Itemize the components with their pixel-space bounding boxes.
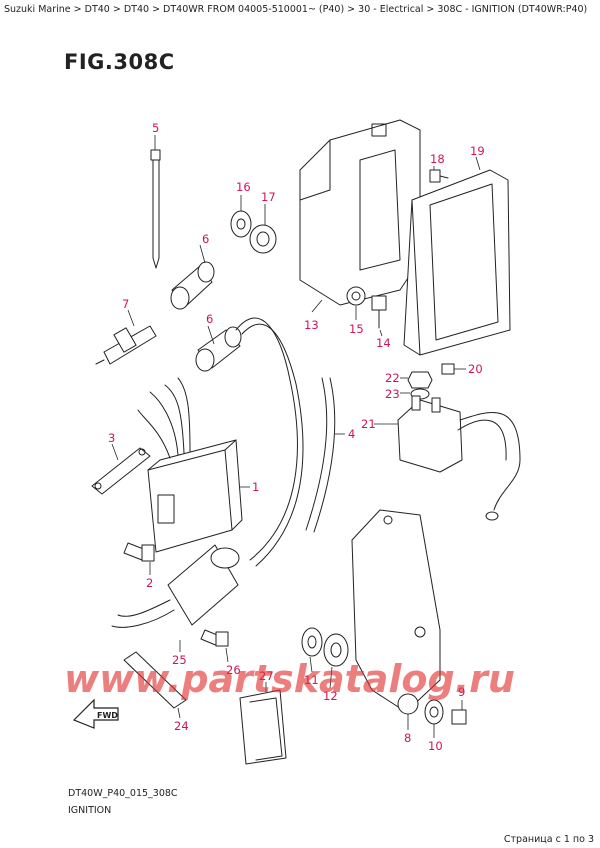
callout-18[interactable]: 18 [430, 152, 445, 166]
grommet-part[interactable] [249, 204, 277, 254]
washer-part[interactable] [230, 195, 252, 238]
washer-part-10[interactable] [424, 699, 444, 738]
callout-6-upper[interactable]: 6 [202, 232, 209, 246]
callout-10[interactable]: 10 [428, 739, 443, 753]
svg-text:FWD: FWD [97, 711, 118, 720]
callout-12[interactable]: 12 [323, 689, 338, 703]
callout-26[interactable]: 26 [226, 663, 241, 677]
callout-17[interactable]: 17 [261, 190, 276, 204]
label-plate-part[interactable] [123, 651, 187, 719]
cable-tie-part[interactable] [150, 135, 161, 269]
callout-24[interactable]: 24 [174, 719, 189, 733]
callout-21[interactable]: 21 [361, 417, 376, 431]
bolt-part-14[interactable] [371, 295, 387, 337]
callout-25[interactable]: 25 [172, 653, 187, 667]
screw-part-20[interactable] [441, 363, 466, 375]
grommet-part-8[interactable] [397, 693, 419, 715]
watermark: www.partskatalog.ru [64, 657, 515, 701]
callout-27[interactable]: 27 [259, 669, 274, 683]
callout-16[interactable]: 16 [236, 180, 251, 194]
callout-22[interactable]: 22 [385, 371, 400, 385]
callout-6-lower[interactable]: 6 [206, 312, 213, 326]
footer-code: DT40W_P40_015_308C [68, 788, 178, 799]
callout-14[interactable]: 14 [376, 336, 391, 350]
bolt-part-2[interactable] [123, 542, 155, 575]
washer-part-11[interactable] [301, 627, 323, 673]
spark-plug-part[interactable] [95, 309, 157, 365]
ignition-coil-part[interactable] [111, 544, 240, 652]
fwd-arrow-icon: FWD [72, 698, 119, 729]
screw-part-18[interactable] [429, 166, 449, 183]
callout-13[interactable]: 13 [304, 318, 319, 332]
pager: Страница с 1 по 3 [503, 834, 594, 845]
callout-15[interactable]: 15 [349, 322, 364, 336]
callout-7[interactable]: 7 [122, 297, 129, 311]
strap-bracket-part[interactable] [91, 443, 151, 495]
callout-5[interactable]: 5 [152, 121, 159, 135]
callout-1[interactable]: 1 [252, 480, 259, 494]
bracket-part-13[interactable] [299, 119, 421, 313]
callout-2[interactable]: 2 [146, 576, 153, 590]
grommet-part-12[interactable] [323, 633, 349, 689]
nut-part-22[interactable] [400, 371, 433, 389]
bolt-part-26[interactable] [200, 629, 229, 663]
breadcrumb[interactable]: Suzuki Marine > DT40 > DT40 > DT40WR FRO… [4, 4, 588, 15]
plug-cap-part-lower[interactable] [195, 317, 304, 567]
callout-23[interactable]: 23 [385, 387, 400, 401]
callout-4[interactable]: 4 [348, 427, 355, 441]
cdi-unit-part[interactable] [137, 377, 250, 553]
grommet-part-15[interactable] [346, 286, 366, 320]
protector-tube-part[interactable] [305, 377, 345, 533]
callout-20[interactable]: 20 [468, 362, 483, 376]
bolt-part-9[interactable] [451, 700, 467, 725]
callout-11[interactable]: 11 [304, 673, 319, 687]
footer-name: IGNITION [68, 805, 112, 816]
bracket-plate-part-8[interactable] [351, 509, 441, 730]
figure-title: FIG.308C [64, 50, 175, 74]
callout-9[interactable]: 9 [458, 685, 465, 699]
callout-8[interactable]: 8 [404, 731, 411, 745]
callout-3[interactable]: 3 [108, 431, 115, 445]
decal-part[interactable] [239, 682, 287, 765]
callout-19[interactable]: 19 [470, 144, 485, 158]
bracket-cover-part-19[interactable] [403, 156, 511, 356]
solenoid-part-21[interactable] [374, 395, 521, 521]
plug-cap-part[interactable] [170, 244, 215, 310]
